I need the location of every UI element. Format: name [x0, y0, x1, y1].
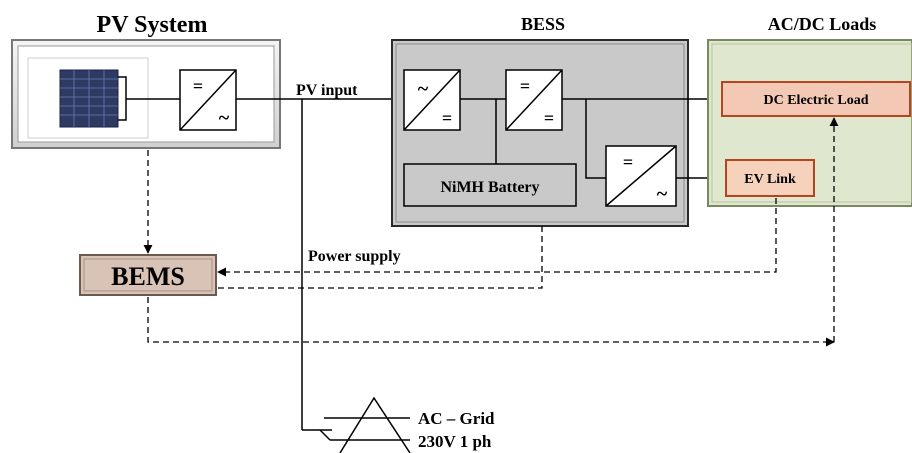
ev-link: EV Link — [725, 159, 815, 197]
dc-symbol: = — [442, 108, 452, 128]
grid-label-line2: 230V 1 ph — [418, 432, 492, 451]
power-supply-label: Power supply — [308, 248, 401, 265]
ac-symbol: ~ — [418, 78, 429, 100]
bems-label: BEMS — [111, 262, 185, 291]
communication-lines — [143, 117, 839, 347]
dc-electric-load: DC Electric Load — [721, 81, 911, 117]
nimh-battery-label: NiMH Battery — [440, 179, 539, 196]
ac-symbol: ~ — [657, 183, 668, 205]
loads-title: AC/DC Loads — [768, 14, 877, 34]
grid-label-line1: AC – Grid — [418, 409, 495, 428]
transformer-icon — [302, 396, 411, 453]
dc-symbol: = — [544, 108, 554, 128]
bess-rectifier: ~ = — [403, 69, 461, 131]
ev-link-label: EV Link — [744, 172, 796, 187]
dc-symbol: = — [520, 76, 530, 96]
nimh-battery-box: NiMH Battery — [403, 163, 577, 207]
solar-panel-icon — [59, 69, 119, 128]
bess-dc-dc-converter: = = — [505, 69, 563, 131]
pv-inverter: = ~ — [179, 69, 237, 131]
bess-output-lines — [562, 98, 722, 179]
bems-box: BEMS — [79, 254, 217, 296]
pv-panel-wire — [118, 76, 180, 121]
pv-system-box — [11, 39, 281, 149]
ac-symbol: ~ — [219, 107, 230, 129]
dc-symbol: = — [623, 152, 633, 172]
pv-system-title: PV System — [97, 12, 208, 38]
dc-electric-load-label: DC Electric Load — [764, 93, 869, 108]
pv-input-label: PV input — [296, 82, 358, 99]
ev-inverter: = ~ — [605, 145, 677, 207]
dc-symbol: = — [193, 76, 203, 96]
bess-title: BESS — [521, 14, 565, 34]
